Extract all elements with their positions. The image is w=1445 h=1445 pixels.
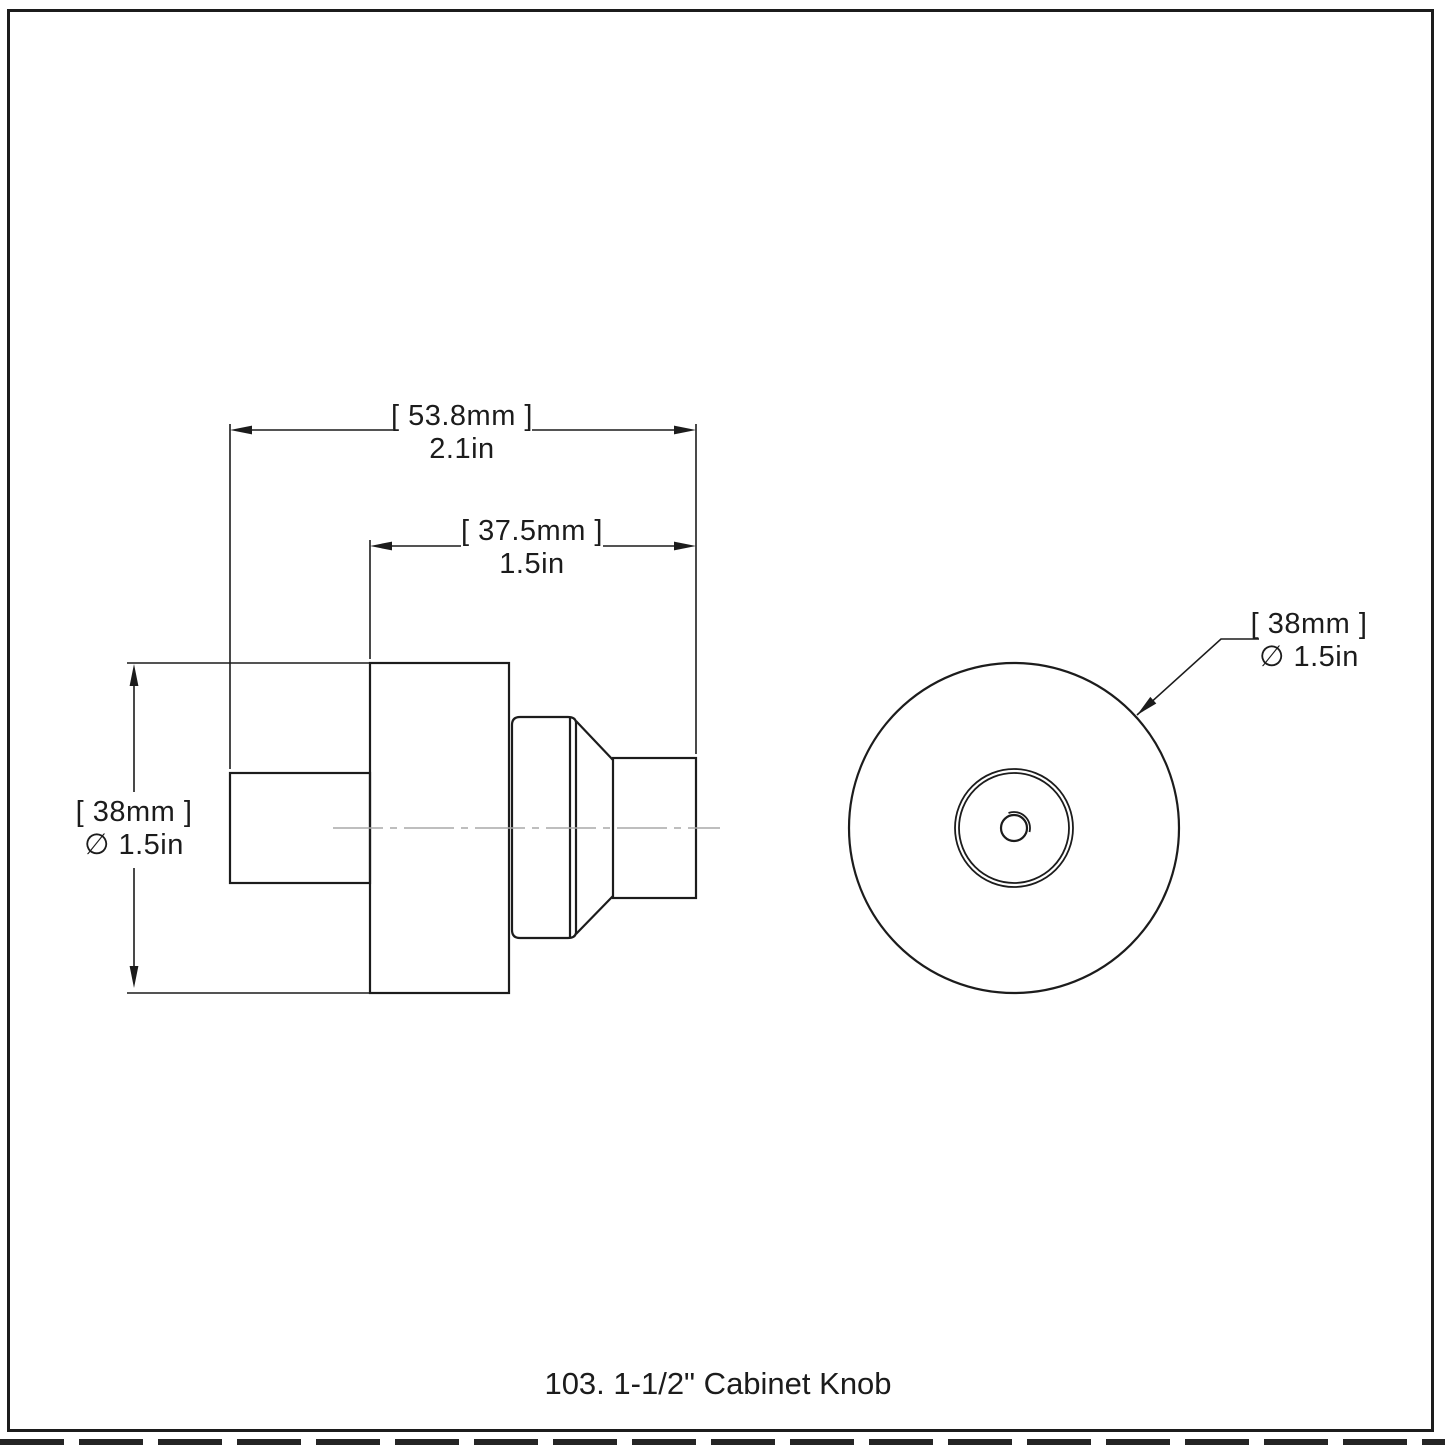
- dimension-knob-diameter-side: [127, 662, 370, 994]
- arrowhead-down: [129, 966, 139, 988]
- arrowhead-right: [674, 541, 696, 551]
- front-view-hole-chamfer-arc: [1008, 811, 1031, 833]
- knob-projection-imperial: 1.5in: [499, 548, 565, 580]
- knob-diameter-front-label: [ 38mm ] ∅ 1.5in: [1251, 608, 1368, 674]
- drawing-border-frame: [7, 9, 1434, 1432]
- front-view-outer-circle: [847, 661, 1181, 995]
- drawing-title: 103. 1-1/2" Cabinet Knob: [544, 1366, 892, 1401]
- arrowhead-right: [674, 425, 696, 435]
- knob-projection-metric: [ 37.5mm ]: [461, 515, 603, 547]
- knob-diameter-front-metric: [ 38mm ]: [1250, 608, 1368, 640]
- overall-length-label: [ 53.8mm ] 2.1in: [391, 400, 533, 466]
- side-view-taper-bottom-line: [575, 895, 614, 935]
- bottom-edge-artifact: [0, 1439, 1445, 1445]
- knob-diameter-side-label: [ 38mm ] ∅ 1.5in: [76, 796, 193, 862]
- side-view: [228, 661, 720, 995]
- arrowhead-left: [230, 425, 252, 435]
- overall-length-metric: [ 53.8mm ]: [391, 400, 533, 432]
- side-view-taper-top-line: [575, 720, 614, 761]
- knob-diameter-front-imperial: ∅ 1.5in: [1259, 641, 1359, 673]
- overall-length-imperial: 2.1in: [429, 433, 495, 465]
- arrowhead: [1137, 696, 1157, 715]
- front-view-neck-ring-inner: [958, 772, 1070, 884]
- arrowhead-left: [370, 541, 392, 551]
- knob-projection-label: [ 37.5mm ] 1.5in: [461, 515, 603, 581]
- front-view-center-hole: [999, 813, 1029, 843]
- dimension-overall-length: [229, 424, 697, 769]
- leader-knob-diameter-front: [1136, 638, 1259, 716]
- front-view: [847, 661, 1181, 995]
- dimension-knob-projection: [369, 540, 696, 659]
- knob-diameter-side-imperial: ∅ 1.5in: [84, 829, 184, 861]
- arrowhead-up: [129, 664, 139, 686]
- front-view-neck-ring-outer: [954, 768, 1074, 888]
- knob-diameter-side-metric: [ 38mm ]: [75, 796, 193, 828]
- leader-line: [1136, 638, 1259, 716]
